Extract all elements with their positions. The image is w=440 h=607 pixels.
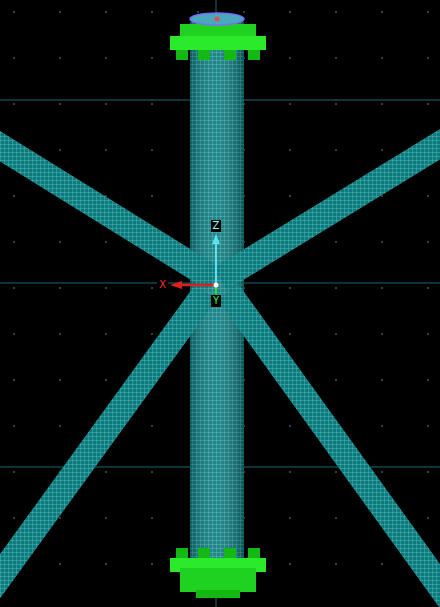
grid-dot xyxy=(335,333,337,335)
grid-dot xyxy=(105,517,107,519)
grid-dot xyxy=(427,517,429,519)
grid-dot xyxy=(289,103,291,105)
grid-dot xyxy=(105,103,107,105)
grid-dot xyxy=(59,149,61,151)
grid-dot xyxy=(13,517,15,519)
grid-dot xyxy=(427,425,429,427)
grid-dot xyxy=(335,517,337,519)
grid-dot xyxy=(59,11,61,13)
grid-dot xyxy=(427,333,429,335)
grid-dot xyxy=(151,425,153,427)
grid-dot xyxy=(59,103,61,105)
grid-dot xyxy=(381,241,383,243)
axis-label: Y xyxy=(211,295,221,307)
grid-dot xyxy=(381,287,383,289)
grid-dot xyxy=(381,57,383,59)
grid-dot xyxy=(335,241,337,243)
grid-dot xyxy=(13,425,15,427)
grid-dot xyxy=(289,333,291,335)
grid-dot xyxy=(243,11,245,13)
grid-dot xyxy=(59,241,61,243)
grid-dot xyxy=(13,287,15,289)
grid-dot xyxy=(105,57,107,59)
grid-dot xyxy=(381,195,383,197)
grid-dot xyxy=(13,195,15,197)
grid-dot xyxy=(197,11,199,13)
grid-dot xyxy=(427,379,429,381)
axis-label: Z xyxy=(211,220,222,232)
grid-dot xyxy=(59,517,61,519)
axis-triad xyxy=(170,234,220,294)
grid-dot xyxy=(151,287,153,289)
grid-dot xyxy=(289,11,291,13)
grid-dot xyxy=(381,11,383,13)
grid-dot xyxy=(335,57,337,59)
grid-dot xyxy=(427,57,429,59)
grid-dot xyxy=(335,11,337,13)
grid-dot xyxy=(13,471,15,473)
grid-dot xyxy=(105,11,107,13)
grid-dot xyxy=(59,425,61,427)
grid-dot xyxy=(427,471,429,473)
grid-dot xyxy=(381,103,383,105)
bottom-flange xyxy=(170,548,266,598)
grid-dot xyxy=(381,425,383,427)
grid-dot xyxy=(289,149,291,151)
grid-dot xyxy=(13,11,15,13)
grid-dot xyxy=(381,333,383,335)
grid-dot xyxy=(151,563,153,565)
grid-dot xyxy=(335,149,337,151)
grid-dot xyxy=(13,57,15,59)
grid-dot xyxy=(381,149,383,151)
grid-dot xyxy=(427,287,429,289)
grid-dot xyxy=(59,379,61,381)
top-flange xyxy=(170,13,266,60)
grid-dot xyxy=(151,517,153,519)
grid-dot xyxy=(59,287,61,289)
grid-dot xyxy=(335,379,337,381)
grid-dot xyxy=(289,517,291,519)
grid-dot xyxy=(381,563,383,565)
grid-dot xyxy=(151,195,153,197)
grid-dot xyxy=(13,241,15,243)
grid-dot xyxy=(105,287,107,289)
grid-dot xyxy=(105,241,107,243)
braces xyxy=(0,138,440,600)
grid-dot xyxy=(105,333,107,335)
grid-dot xyxy=(105,563,107,565)
grid-dot xyxy=(151,57,153,59)
grid-dot xyxy=(13,379,15,381)
grid-dot xyxy=(427,11,429,13)
grid-dot xyxy=(13,103,15,105)
grid-dot xyxy=(427,241,429,243)
grid-dot xyxy=(59,333,61,335)
grid-dot xyxy=(289,563,291,565)
grid-dot xyxy=(105,149,107,151)
grid-dot xyxy=(151,103,153,105)
grid-dot xyxy=(381,379,383,381)
grid-dot xyxy=(289,287,291,289)
grid-dot xyxy=(289,425,291,427)
grid-dot xyxy=(105,379,107,381)
grid-dot xyxy=(151,11,153,13)
grid-dot xyxy=(105,471,107,473)
grid-dot xyxy=(289,57,291,59)
grid-dot xyxy=(335,563,337,565)
grid-dot xyxy=(59,563,61,565)
grid-dot xyxy=(335,287,337,289)
grid-dot xyxy=(13,333,15,335)
grid-dot xyxy=(427,103,429,105)
grid-dot xyxy=(335,103,337,105)
grid-dot xyxy=(59,57,61,59)
grid-dot xyxy=(151,333,153,335)
grid-dot xyxy=(381,471,383,473)
grid-dot xyxy=(151,149,153,151)
grid-dot xyxy=(427,195,429,197)
grid-dot xyxy=(335,471,337,473)
grid-dot xyxy=(151,471,153,473)
grid-dot xyxy=(289,195,291,197)
axis-label: X xyxy=(157,279,168,291)
grid-dot xyxy=(289,471,291,473)
